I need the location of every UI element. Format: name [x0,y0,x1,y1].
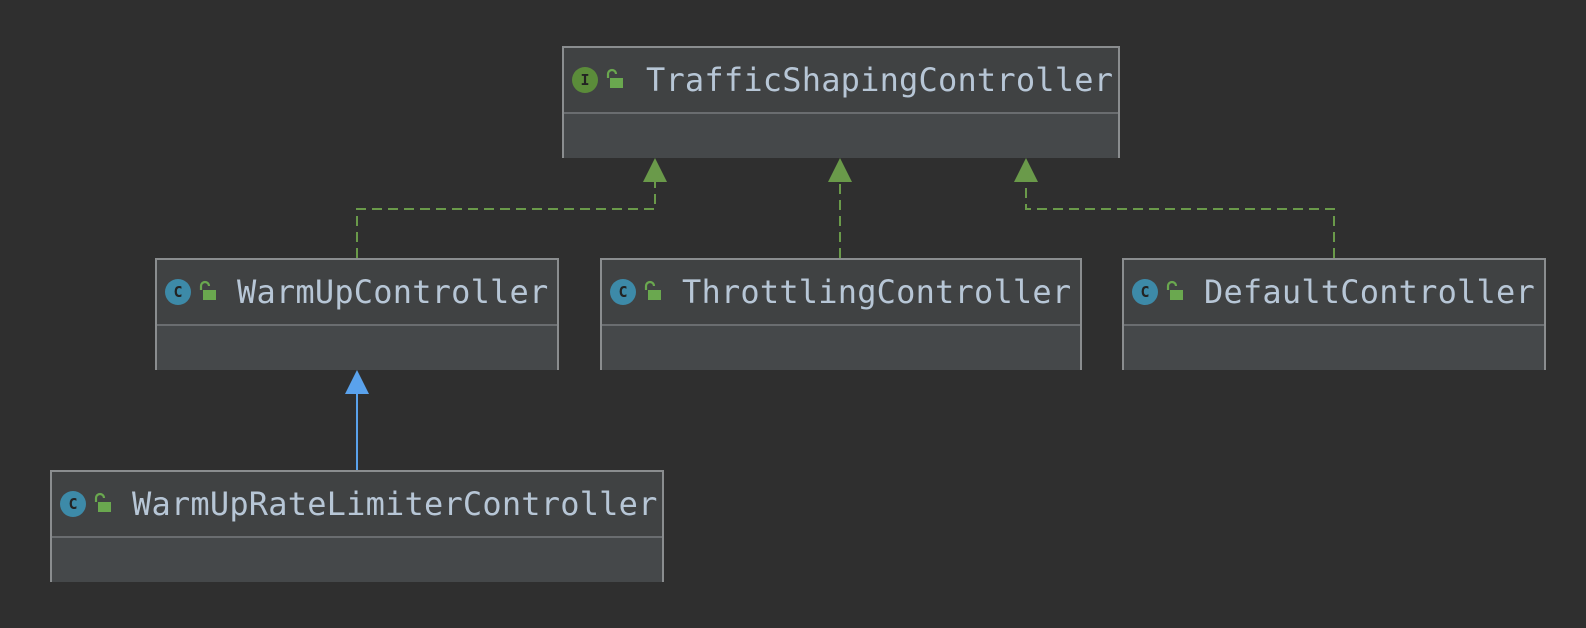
implements-arrowhead [828,158,852,182]
class-icon: C [165,279,191,305]
node-title: TrafficShapingController [646,61,1114,99]
node-header: C DefaultController [1124,260,1544,326]
node-title: DefaultController [1204,273,1535,311]
node-members-section [564,114,1118,158]
implements-arrowhead [1014,158,1038,182]
node-title: WarmUpController [237,273,549,311]
edge-warmup-implements [356,182,656,258]
node-warmup-controller[interactable]: C WarmUpController [155,258,559,370]
node-default-controller[interactable]: C DefaultController [1122,258,1546,370]
node-header: C ThrottlingController [602,260,1080,326]
open-lock-icon [644,280,661,300]
class-icon: C [60,491,86,517]
node-title: WarmUpRateLimiterController [132,485,658,523]
class-icon: C [1132,279,1158,305]
implements-arrowhead [643,158,667,182]
node-members-section [1124,326,1544,370]
edge-default-implements [1025,182,1335,258]
node-warmup-rate-limiter-controller[interactable]: C WarmUpRateLimiterController [50,470,664,582]
node-members-section [157,326,557,370]
node-traffic-shaping-controller[interactable]: I TrafficShapingController [562,46,1120,158]
node-throttling-controller[interactable]: C ThrottlingController [600,258,1082,370]
node-members-section [602,326,1080,370]
node-header: C WarmUpRateLimiterController [52,472,662,538]
node-header: I TrafficShapingController [564,48,1118,114]
extends-arrowhead [345,370,369,394]
class-icon: C [610,279,636,305]
open-lock-icon [1166,280,1183,300]
node-header: C WarmUpController [157,260,557,326]
node-members-section [52,538,662,582]
interface-icon: I [572,67,598,93]
open-lock-icon [94,492,111,512]
open-lock-icon [606,68,623,88]
open-lock-icon [199,280,216,300]
node-title: ThrottlingController [682,273,1072,311]
